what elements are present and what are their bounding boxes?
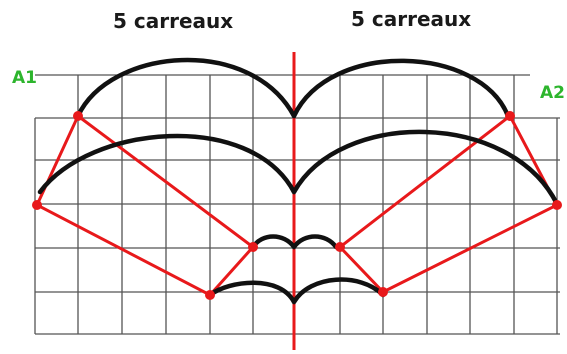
small-arc-1 [250, 234, 297, 250]
label-a2: A2 [540, 83, 565, 103]
grid [34, 74, 560, 335]
point-a2 [505, 111, 515, 121]
small-arc-2 [291, 234, 339, 250]
right-title: 5 carreaux [351, 7, 471, 31]
points [32, 111, 562, 300]
point-right-inner-lower [378, 287, 388, 297]
curves [37, 57, 560, 305]
point-left-inner-lower [205, 290, 215, 300]
point-left-outer [32, 200, 42, 210]
point-right-inner-upper [335, 242, 345, 252]
label-a1: A1 [12, 68, 37, 88]
lower-right-arc [291, 277, 386, 305]
lower-left-arc [207, 280, 297, 305]
point-left-inner-upper [248, 242, 258, 252]
point-right-outer [552, 200, 562, 210]
middle-left-arc [37, 133, 297, 195]
point-a1 [73, 111, 83, 121]
upper-right-arc [291, 58, 511, 119]
upper-left-arc [75, 57, 297, 119]
left-title: 5 carreaux [113, 9, 233, 33]
middle-right-arc [291, 129, 560, 207]
